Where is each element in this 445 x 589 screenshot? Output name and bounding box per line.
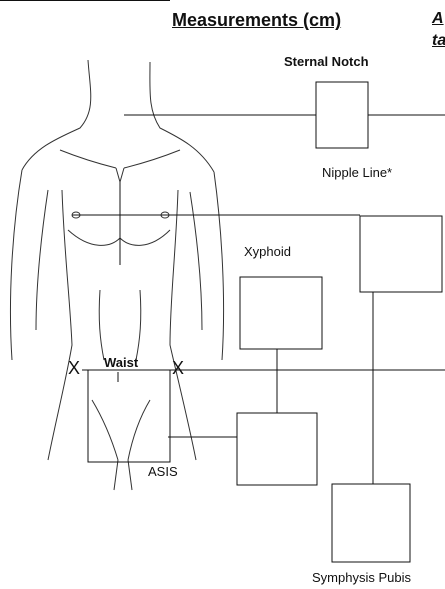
nipple-line-label: Nipple Line* [322, 165, 392, 180]
symphysis-pubis-box[interactable] [332, 484, 410, 562]
sternal-notch-mark [116, 168, 124, 182]
asis-box[interactable] [237, 413, 317, 485]
side-note-line-1: A [432, 10, 444, 28]
nipple-line-box[interactable] [360, 216, 442, 292]
sternal-notch-box[interactable] [316, 82, 368, 148]
side-note-line-2: ta [432, 32, 445, 50]
xyphoid-label: Xyphoid [244, 244, 291, 259]
waist-label: Waist [104, 355, 138, 370]
asis-label: ASIS [148, 464, 178, 479]
measurement-boxes [88, 82, 442, 562]
xyphoid-box[interactable] [240, 277, 322, 349]
sternal-notch-label: Sternal Notch [284, 54, 369, 69]
symphysis-pubis-label: Symphysis Pubis [312, 570, 411, 585]
page-title: Measurements (cm) [172, 10, 341, 31]
right-x-mark: X [172, 358, 184, 379]
torso-illustration [10, 60, 223, 490]
left-x-mark: X [68, 358, 80, 379]
